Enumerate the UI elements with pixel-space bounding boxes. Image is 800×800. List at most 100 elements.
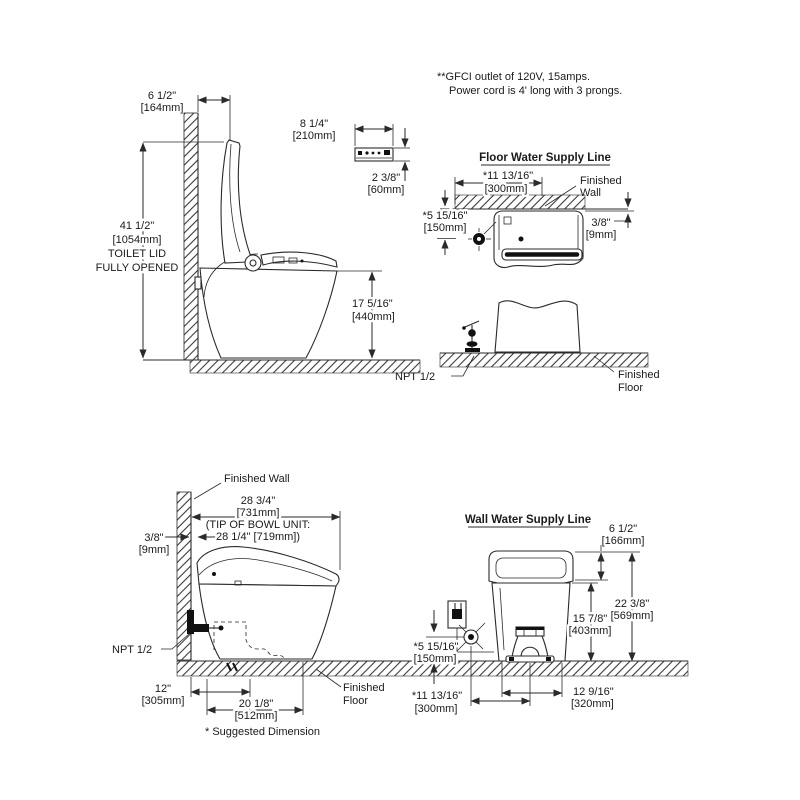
tank-plan-detail-square [503, 216, 512, 225]
finished-floor-leader [315, 668, 342, 688]
seat-dot [300, 259, 304, 263]
rear-body-outline [491, 582, 571, 662]
remote-button [358, 151, 362, 155]
npt-label: NPT 1/2 [395, 371, 435, 383]
dim-gap-mm: [9mm] [139, 544, 170, 556]
floor-supply-title: Floor Water Supply Line [479, 152, 611, 164]
valve-body [194, 624, 209, 632]
dim-supply-height-in: *5 15/16" [423, 210, 468, 222]
wall-water-supply-diagram: Wall Water Supply Line [409, 514, 655, 718]
toilet-lid-inner-line [229, 143, 241, 253]
toilet-lid-closed [196, 546, 340, 587]
dim-lid-height-note1: TOILET LID [108, 248, 166, 260]
top-side-view-diagram: 6 1/2" [164mm] 41 1/2" [1054mm] TOILET L… [93, 90, 421, 374]
seam-detail [234, 580, 242, 586]
toilet-lid-open [220, 139, 252, 264]
lid-seam-line [198, 558, 333, 582]
dim-total-height-mm: [569mm] [611, 610, 654, 622]
dim-lid-height-in: 41 1/2" [120, 220, 155, 232]
floor-hatch [439, 352, 649, 368]
dim-lid-in: 6 1/2" [609, 523, 637, 535]
finished-floor-line1: Finished [618, 369, 660, 381]
lid-dot [212, 572, 216, 576]
dim-seat-height-mm: [440mm] [352, 311, 395, 323]
finished-wall-line1: Finished [580, 175, 622, 187]
dim-base-width-mm: [320mm] [571, 698, 614, 710]
gfci-note-line1: **GFCI outlet of 120V, 15amps. [437, 71, 590, 83]
valve-handle [464, 320, 480, 328]
dim-depth-note1: (TIP OF BOWL UNIT: [206, 519, 311, 531]
floor-water-supply-diagram: Floor Water Supply Line [420, 152, 634, 269]
supply-diagonal [475, 622, 486, 633]
gfci-note-line2: Power cord is 4' long with 3 prongs. [449, 85, 622, 97]
finished-floor-line2: Floor [343, 695, 368, 707]
dim-body-height-in: 15 7/8" [573, 613, 608, 625]
npt-leader [161, 633, 190, 650]
hidden-trapway-dashed [213, 621, 285, 659]
outlet-center [477, 237, 481, 241]
dim-body-height-mm: [403mm] [569, 625, 612, 637]
finished-wall-leader [544, 185, 577, 207]
finished-wall-line2: Wall [580, 187, 601, 199]
valve-base [465, 348, 480, 352]
supply-diagonal [475, 641, 484, 650]
dim-depth-in: 28 3/4" [241, 495, 276, 507]
remote-button [371, 151, 375, 155]
supply-diagonal [456, 641, 467, 652]
valve-body [468, 329, 476, 337]
floor-bolt-mark [232, 662, 238, 672]
finished-wall-leader [193, 482, 222, 500]
dim-supply-offset-in: *11 13/16" [412, 690, 462, 702]
dim-remote-width-mm: [210mm] [293, 130, 336, 142]
dim-lid-mm: [166mm] [602, 535, 645, 547]
washlet-seat [260, 251, 338, 268]
power-cord [456, 628, 494, 653]
dim-base-width-in: 12 9/16" [573, 686, 614, 698]
wall-hatch-plan [454, 194, 586, 210]
dim-supply-offset-mm: [300mm] [485, 183, 528, 195]
supply-diagonal [458, 624, 467, 633]
rear-lid-outline [488, 550, 574, 586]
dim-remote-width-in: 8 1/4" [300, 118, 328, 130]
toilet-body-outline [199, 267, 338, 359]
gfci-outlet-symbol [447, 600, 494, 653]
tank-plan-dot [518, 236, 524, 242]
dim-supply-offset-in: *11 13/16" [483, 170, 533, 182]
dim-remote-height-in: 2 3/8" [372, 172, 400, 184]
floor-hatch [189, 359, 421, 374]
flange-bolt [509, 657, 514, 661]
floor-supply-front-view: NPT 1/2 Finished Floor [395, 300, 660, 394]
dim-gap-in: 3/8" [144, 532, 163, 544]
dim-supply-height-mm: [150mm] [424, 222, 467, 234]
dim-rough-in-in: 12" [155, 683, 171, 695]
wall-supply-symbol [456, 622, 486, 652]
dim-bowl-in: 20 1/8" [239, 698, 274, 710]
finished-floor-leader [593, 355, 615, 373]
dim-depth-mm: [731mm] [237, 507, 280, 519]
plug-body [452, 609, 462, 619]
dim-rough-in-mm: [305mm] [142, 695, 185, 707]
valve-handle-knob [462, 326, 466, 330]
wall-supply-title: Wall Water Supply Line [465, 514, 591, 526]
gfci-note: **GFCI outlet of 120V, 15amps. Power cor… [437, 71, 622, 97]
water-inlet [194, 276, 202, 290]
dim-seat-height-in: 17 5/16" [352, 298, 393, 310]
npt-leader [451, 355, 475, 377]
wall-hatch [176, 491, 192, 661]
finished-floor-line1: Finished [343, 682, 385, 694]
trap-top-fill [516, 627, 544, 630]
rear-lid-inner [495, 557, 567, 579]
floor-shutoff-valve [462, 320, 480, 352]
trap-flange [505, 655, 555, 663]
valve-pipe [187, 610, 194, 634]
seat-control-detail-2 [288, 257, 298, 264]
outlet-diagonal [483, 221, 497, 235]
dim-gap-mm: [9mm] [586, 229, 617, 241]
dim-supply-offset-mm: [300mm] [415, 703, 458, 715]
floor-outlet-symbol [468, 221, 497, 251]
valve-handle-knob [218, 625, 224, 631]
bottom-side-view-diagram: Finished Wall 28 3/4" [731mm] (TIP OF BO… [112, 473, 689, 738]
lid-hinge [244, 254, 262, 272]
seat-control-detail [272, 256, 285, 264]
